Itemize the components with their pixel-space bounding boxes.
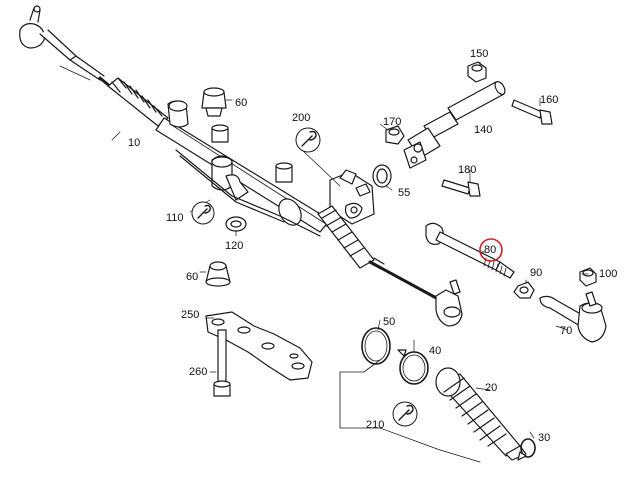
label-part-210[interactable]: 210	[366, 419, 385, 431]
label-part-30[interactable]: 30	[538, 432, 551, 444]
part-170-nut[interactable]	[385, 125, 405, 145]
label-part-260[interactable]: 260	[189, 366, 208, 378]
part-90-jam-nut[interactable]	[513, 281, 535, 299]
label-part-50[interactable]: 50	[383, 316, 396, 328]
label-part-110[interactable]: 110	[166, 212, 184, 224]
part-20-bellows-boot[interactable]	[435, 367, 527, 461]
label-part-10[interactable]: 10	[128, 137, 141, 149]
label-part-120[interactable]: 120	[225, 240, 244, 252]
part-70-outer-tie-rod-end[interactable]	[539, 291, 607, 343]
leader-lines	[59, 61, 589, 439]
part-40-hose-clamp[interactable]	[397, 349, 429, 385]
label-part-55[interactable]: 55	[398, 187, 411, 199]
label-part-90[interactable]: 90	[530, 267, 543, 279]
part-60-bushing-top[interactable]	[201, 87, 227, 117]
part-80-inner-tie-rod[interactable]	[425, 222, 515, 279]
label-part-250[interactable]: 250	[181, 309, 200, 321]
label-part-40[interactable]: 40	[429, 345, 442, 357]
part-30-small-clamp[interactable]	[517, 438, 536, 461]
part-60-bushing-lower[interactable]	[205, 261, 231, 287]
part-140-intermediate-shaft[interactable]	[403, 80, 507, 169]
part-250-mounting-plate[interactable]	[205, 311, 313, 381]
label-part-70[interactable]: 70	[560, 325, 573, 337]
wrench-icon[interactable]	[392, 401, 418, 427]
steering-rack-assembly[interactable]	[19, 5, 463, 327]
label-part-140[interactable]: 140	[474, 124, 493, 136]
part-180-bolt[interactable]	[441, 179, 481, 197]
label-part-160[interactable]: 160	[540, 94, 559, 106]
part-210-kit-bracket	[339, 359, 481, 463]
label-part-200[interactable]: 200	[292, 112, 311, 124]
part-55-seal-ring[interactable]	[372, 164, 392, 188]
wrench-icon[interactable]	[295, 127, 321, 153]
part-260-bolt[interactable]	[213, 329, 231, 397]
label-part-60-top[interactable]: 60	[235, 97, 248, 109]
label-part-150[interactable]: 150	[470, 48, 489, 60]
label-part-180[interactable]: 180	[458, 164, 477, 176]
part-120-washer[interactable]	[225, 216, 247, 232]
label-part-60-lower[interactable]: 60	[186, 271, 199, 283]
part-160-bolt[interactable]	[511, 99, 553, 125]
label-part-80[interactable]: 80	[484, 244, 497, 256]
label-part-20[interactable]: 20	[485, 382, 498, 394]
part-150-nut[interactable]	[467, 61, 487, 83]
label-part-170[interactable]: 170	[383, 116, 402, 128]
highlight-circle	[479, 238, 503, 262]
part-100-nut[interactable]	[579, 267, 597, 287]
label-part-100[interactable]: 100	[599, 268, 618, 280]
part-50-clamp-ring[interactable]	[361, 327, 391, 365]
wrench-icon[interactable]	[191, 201, 215, 225]
